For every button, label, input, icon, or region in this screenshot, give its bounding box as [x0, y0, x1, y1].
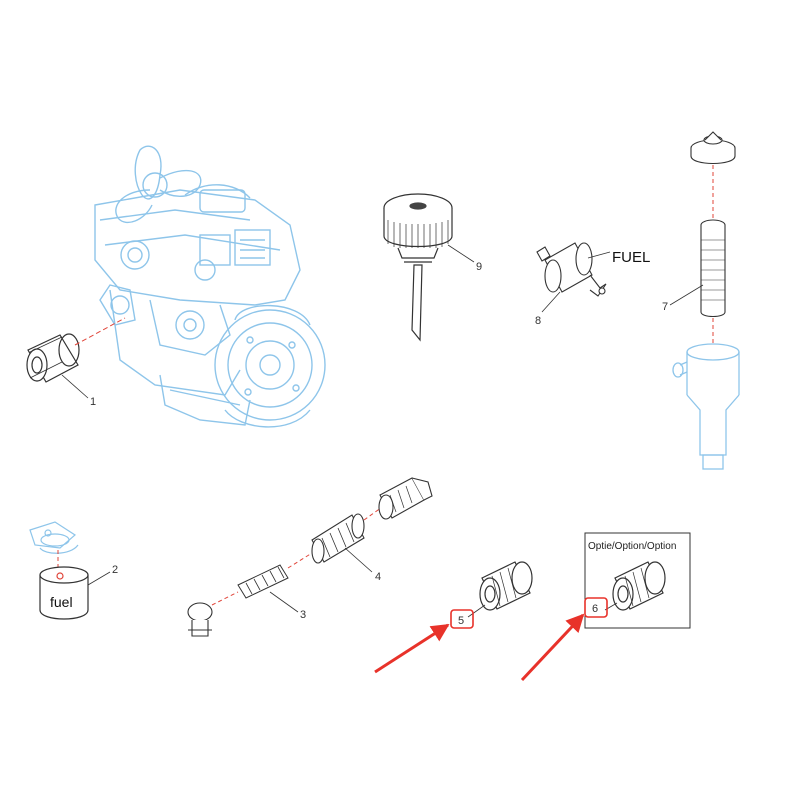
part-1-exploded-line	[74, 317, 126, 346]
part-7-leader	[669, 284, 704, 306]
option-box-label: Optie/Option/Option	[588, 541, 676, 552]
callout-2: 2	[112, 564, 118, 576]
part-6-filter	[612, 561, 666, 611]
part-4-filter-element	[311, 513, 365, 564]
part-7-cap	[690, 131, 736, 165]
callout-5-highlight	[450, 609, 474, 629]
part-4-exploded-line-a	[287, 552, 313, 569]
part-1-oil-filter	[26, 333, 80, 383]
part-8-leader	[541, 291, 561, 313]
engine-assembly	[94, 145, 326, 428]
part-5-leader	[467, 604, 486, 618]
part-3-leader	[269, 591, 299, 613]
part-5-filter	[479, 561, 533, 611]
part-9-tank-cap	[383, 193, 453, 342]
fuel-can-label: fuel	[50, 594, 73, 610]
callout-3: 3	[300, 609, 306, 621]
part-3-strainer	[237, 564, 289, 599]
fuel-label-leader	[587, 251, 611, 259]
part-4-leader	[344, 547, 373, 573]
callout-4: 4	[375, 571, 381, 583]
callout-6: 6	[592, 603, 598, 615]
part-4-filter-cup	[378, 477, 433, 520]
option-box	[584, 532, 691, 629]
callout-1: 1	[90, 396, 96, 408]
callout-6-highlight	[584, 597, 608, 618]
part-2-leader	[87, 571, 111, 586]
arrow-to-part-6	[520, 613, 585, 682]
part-1-leader	[61, 374, 89, 399]
arrow-to-part-5	[374, 623, 450, 674]
part-3-exploded-line-a	[211, 591, 239, 606]
part-7-housing	[672, 343, 740, 470]
part-7-strainer	[700, 219, 726, 318]
part-2-fuel-can	[39, 566, 89, 620]
callout-7: 7	[662, 301, 668, 313]
callout-9: 9	[476, 261, 482, 273]
part-3-clamp	[187, 602, 213, 637]
callout-8: 8	[535, 315, 541, 327]
callout-5: 5	[458, 615, 464, 627]
part-9-leader	[447, 244, 475, 263]
fuel-label: FUEL	[612, 249, 650, 266]
part-8-fuel-filter	[536, 242, 607, 297]
part-2-fuel-filter-head	[29, 521, 79, 554]
